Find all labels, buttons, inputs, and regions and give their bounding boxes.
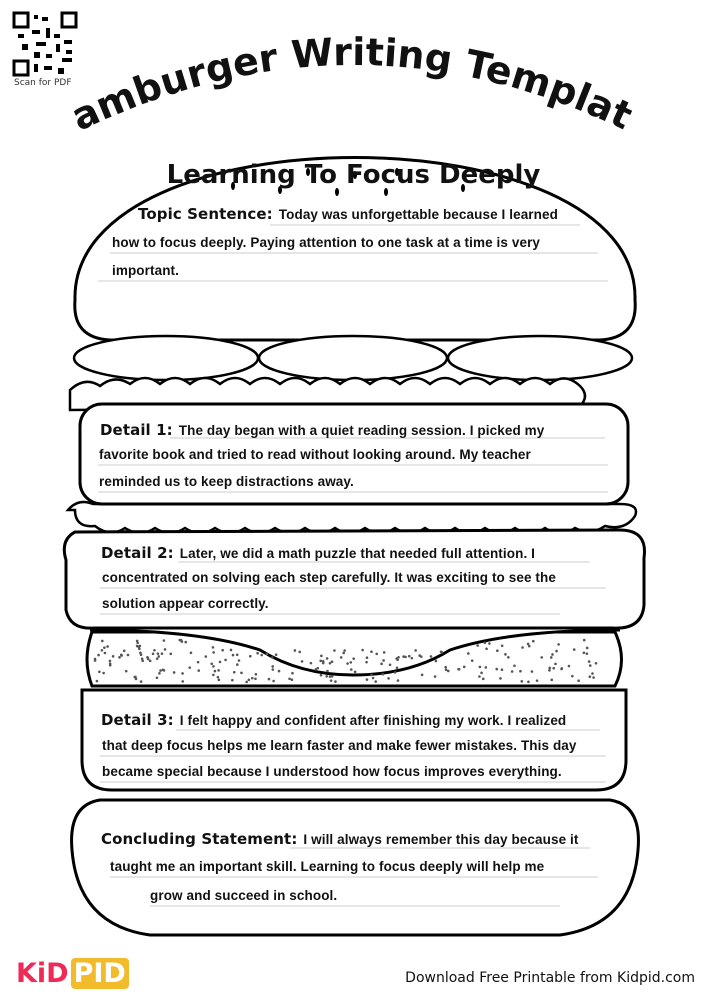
conclusion-label: Concluding Statement: [101, 830, 298, 848]
worksheet-title: Hamburger Writing Template [0, 0, 639, 139]
logo-pid: PID [70, 958, 129, 989]
detail3-text-1: I felt happy and confident after finishi… [179, 713, 567, 728]
footer-text: Download Free Printable from Kidpid.com [405, 970, 695, 986]
topic-line-3: important. [112, 263, 179, 278]
topic-text-1: Today was unforgettable because I learne… [278, 207, 558, 222]
cheese-layer [62, 528, 646, 630]
conclusion-line-3: grow and succeed in school. [150, 888, 338, 903]
lettuce-bottom [65, 500, 638, 535]
detail1-line-3: reminded us to keep distractions away. [99, 474, 354, 489]
detail2-text-1: Later, we did a math puzzle that needed … [179, 546, 536, 561]
detail1-text-1: The day began with a quiet reading sessi… [178, 423, 545, 438]
detail3-layer [80, 688, 628, 792]
topic-label: Topic Sentence: [138, 205, 273, 223]
ruled-lines [98, 224, 608, 907]
detail1-line-2: favorite book and tried to read without … [99, 447, 531, 462]
detail3-line-3: became special because I understood how … [102, 764, 562, 779]
lettuce-top [68, 376, 587, 412]
detail2-line-3: solution appear correctly. [102, 596, 269, 611]
logo-kid: KiD [16, 958, 69, 989]
top-bun [73, 156, 637, 342]
conclusion-line-2: taught me an important skill. Learning t… [110, 859, 545, 874]
bottom-bun [70, 798, 640, 937]
detail3-line-2: that deep focus helps me learn faster an… [102, 738, 577, 753]
worksheet-heading: Learning To Focus Deeply [166, 160, 541, 190]
detail1-layer [78, 402, 630, 506]
topic-line-2: how to focus deeply. Paying attention to… [112, 235, 541, 250]
detail1-line-1: Detail 1: The day began with a quiet read… [100, 421, 544, 439]
detail2-line-1: Detail 2: Later, we did a math puzzle tha… [101, 544, 535, 562]
detail2-label: Detail 2: [101, 544, 174, 562]
qr-code [12, 11, 78, 77]
conclusion-line-1: Concluding Statement: I will always remem… [101, 830, 579, 848]
sesame-seeds [231, 168, 465, 196]
detail1-label: Detail 1: [100, 421, 173, 439]
detail3-line-1: Detail 3: I felt happy and confident afte… [101, 711, 566, 729]
topic-line-1: Topic Sentence: Today was unforgettable b… [138, 205, 558, 223]
tomato-slices [72, 334, 634, 382]
detail3-label: Detail 3: [101, 711, 174, 729]
detail2-line-2: concentrated on solving each step carefu… [102, 570, 556, 585]
qr-caption: Scan for PDF [14, 78, 72, 88]
conclusion-text-1: I will always remember this day because … [303, 832, 579, 847]
